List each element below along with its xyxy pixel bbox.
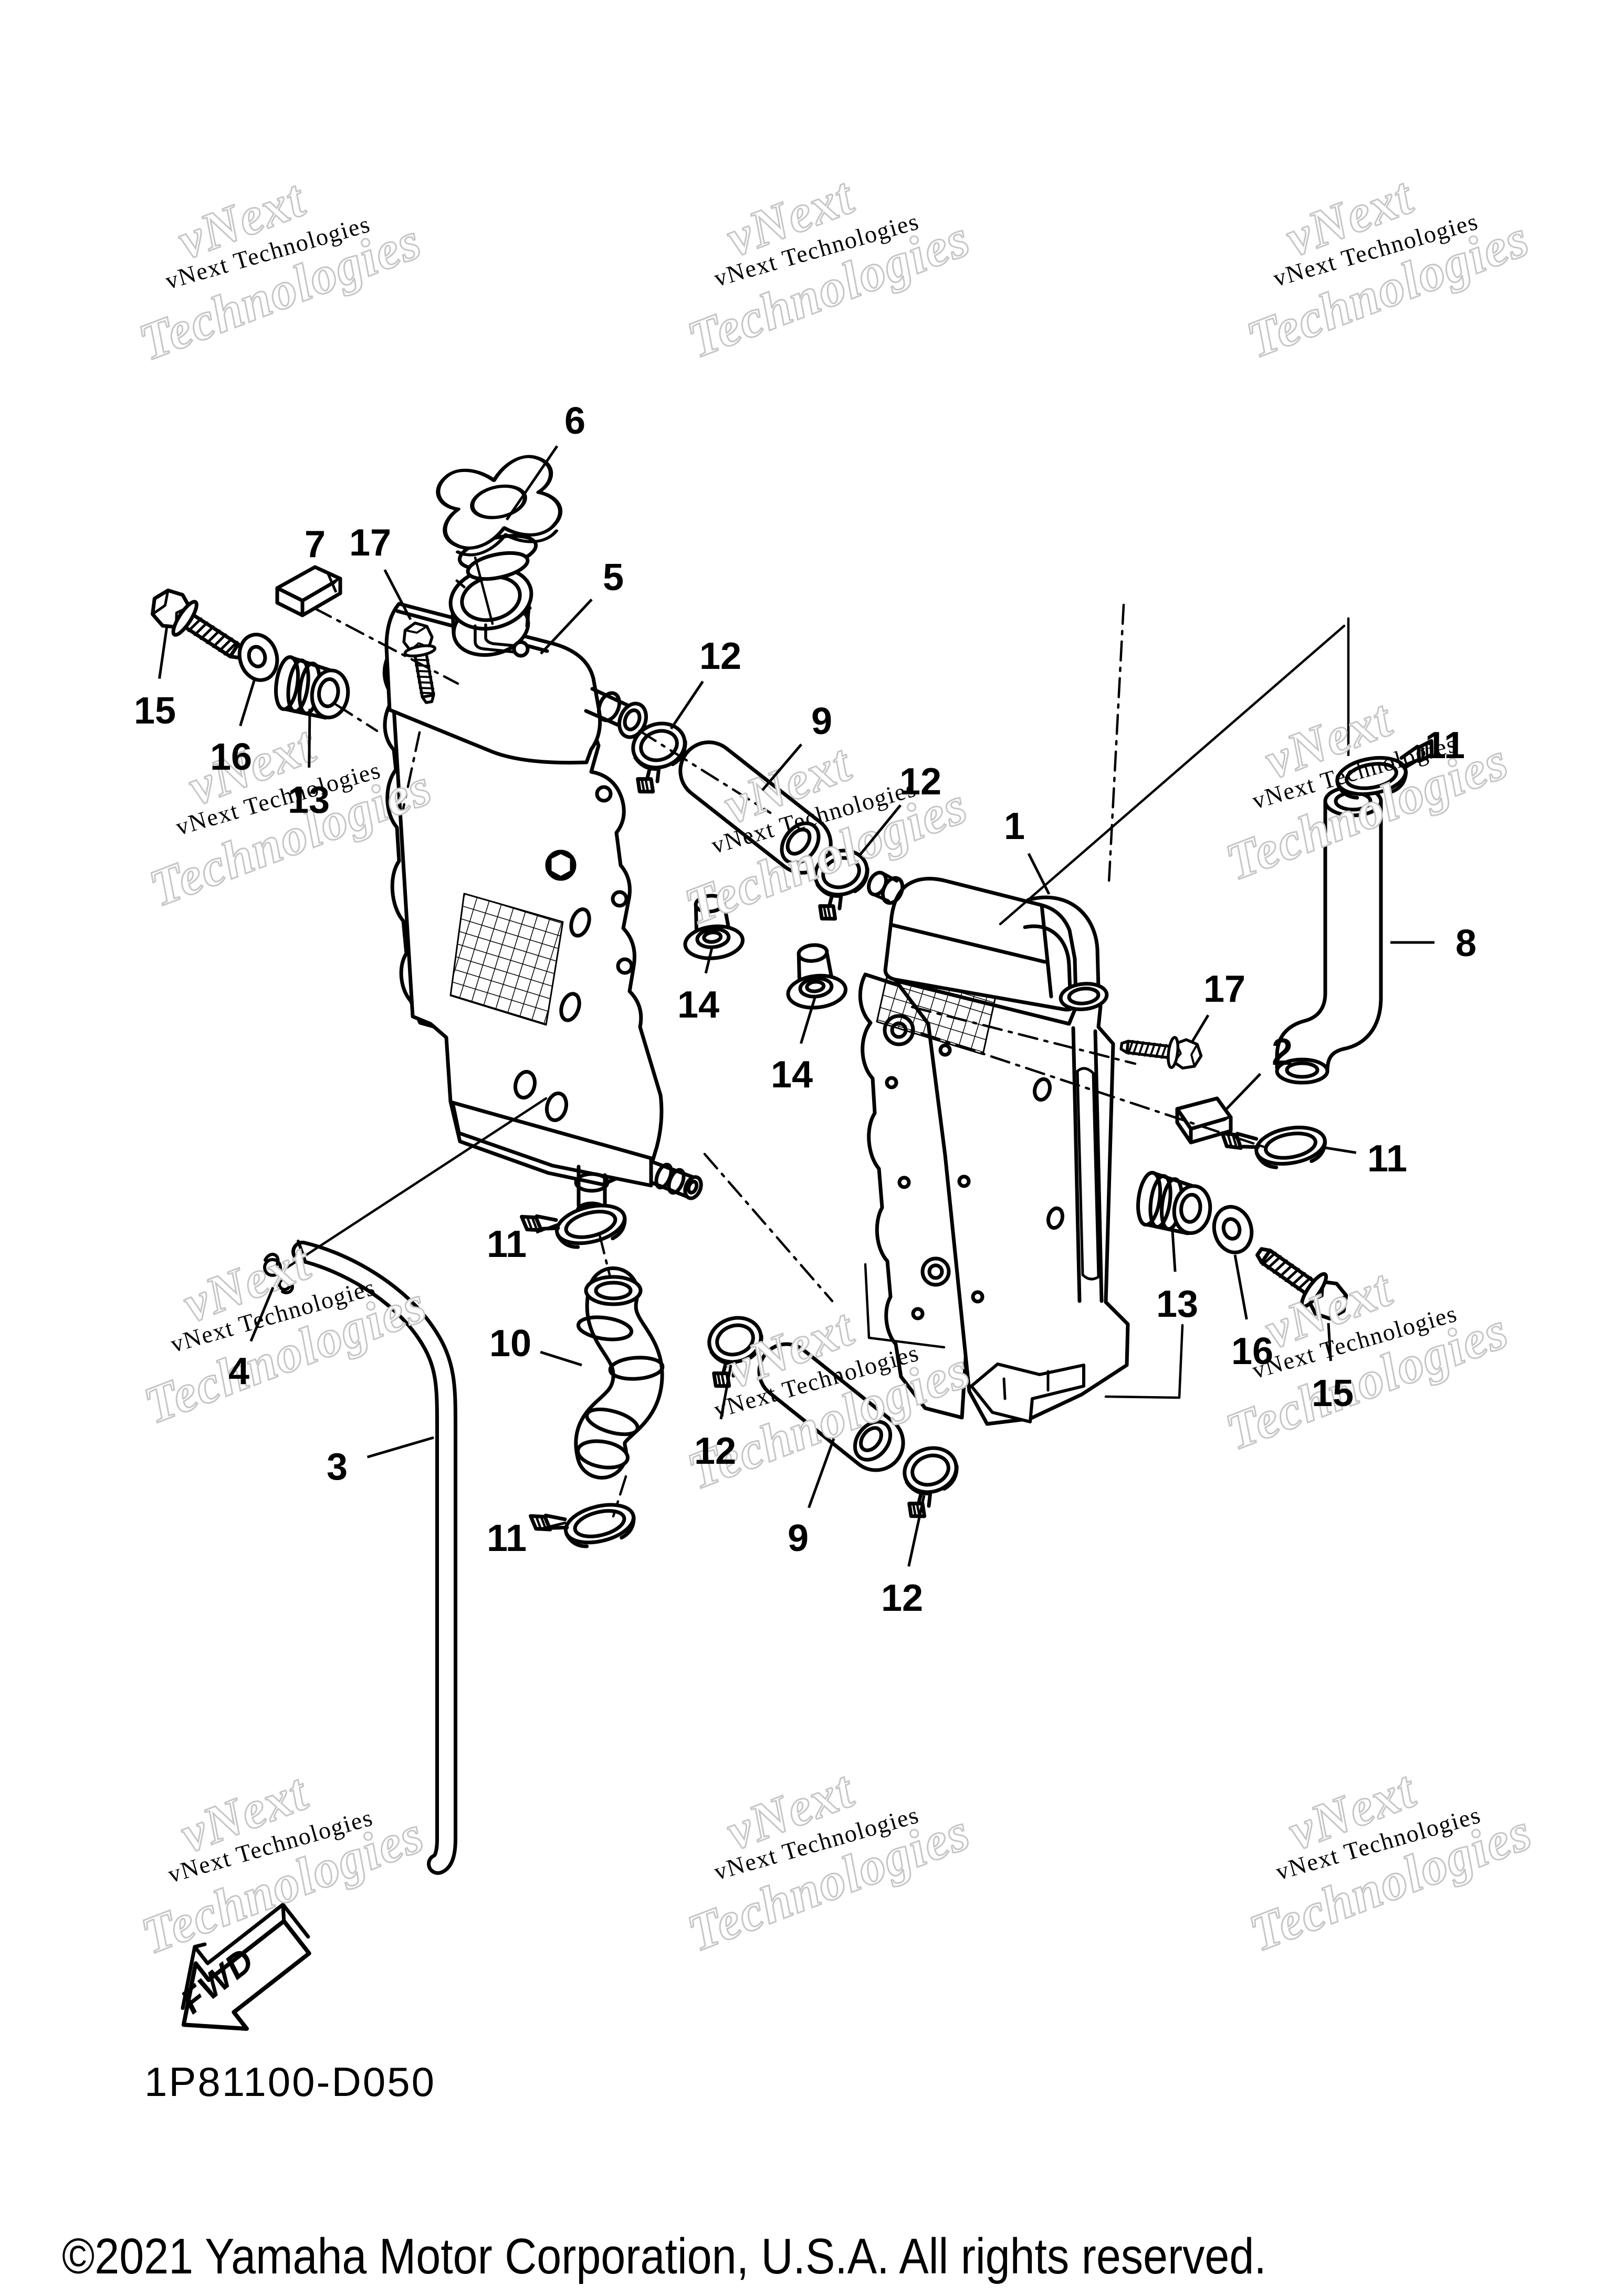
- callout-label-13: 13: [1156, 1283, 1198, 1325]
- callout-label-17: 17: [1203, 968, 1245, 1010]
- bolt-17-right: [1119, 1031, 1203, 1071]
- callout-leader-4: [249, 1287, 275, 1342]
- callout-leader-12: [907, 1495, 926, 1567]
- callout-label-9: 9: [811, 700, 832, 742]
- callout-leader-14: [704, 947, 714, 974]
- callout-label-12: 12: [694, 1430, 736, 1472]
- callout-leader-17: [383, 569, 412, 621]
- callout-label-12: 12: [899, 761, 941, 803]
- callout-label-11: 11: [487, 1223, 527, 1265]
- radiator-right: [858, 871, 1130, 1426]
- callout-label-11: 11: [1425, 725, 1465, 767]
- callout-leader-12: [859, 804, 902, 856]
- callout-leader-5: [540, 599, 593, 655]
- radiator-left: [382, 566, 703, 1220]
- callout-leader-16: [1233, 1254, 1248, 1320]
- callout-leader-9: [808, 1438, 835, 1508]
- callout-leader-7: [326, 572, 338, 593]
- callout-label-16: 16: [1231, 1330, 1273, 1372]
- callout-leader-12: [669, 680, 704, 730]
- callout-leader-11: [536, 1222, 561, 1234]
- callout-label-11: 11: [1367, 1138, 1407, 1180]
- callout-label-5: 5: [603, 557, 624, 599]
- callout-label-11: 11: [487, 1517, 527, 1559]
- clamp-12-d: [893, 1442, 968, 1521]
- plate-7: [275, 565, 342, 617]
- clamp-11-bottom-center: [531, 1492, 638, 1558]
- plate-2: [1175, 1096, 1233, 1145]
- callout-label-6: 6: [564, 400, 585, 442]
- callout-leader-11: [537, 1521, 567, 1531]
- washer-16-left: [234, 630, 282, 685]
- callout-label-15: 15: [1312, 1372, 1354, 1414]
- callout-leader-16: [239, 677, 257, 727]
- part-code: 1P81100-D050: [144, 2059, 436, 2105]
- callout-leader-1: [1027, 853, 1051, 895]
- callout-label-12: 12: [881, 1577, 923, 1619]
- callout-label-14: 14: [677, 984, 719, 1026]
- hose-3: [291, 1240, 457, 1875]
- callout-leader-9: [761, 743, 803, 791]
- callout-leader-10: [540, 1350, 582, 1367]
- callout-leader-17: [1190, 1014, 1210, 1043]
- callout-label-16: 16: [210, 736, 252, 778]
- radiator-cap: [436, 455, 562, 581]
- hose-9-upper: [678, 740, 833, 875]
- callout-label-15: 15: [134, 690, 176, 732]
- callout-label-3: 3: [327, 1446, 348, 1488]
- callout-leader-11: [1325, 1146, 1357, 1154]
- callout-leader-15: [1327, 1323, 1332, 1361]
- callout-leader-15: [158, 625, 169, 679]
- callout-leader-3: [366, 1436, 434, 1459]
- grommet-13-left: [273, 656, 352, 720]
- callout-leader-11: [1402, 759, 1419, 771]
- callout-label-12: 12: [699, 635, 741, 677]
- callout-label-1: 1: [1004, 805, 1025, 847]
- callout-leader-14: [800, 997, 816, 1044]
- clamp-11-lower-right: [1222, 1116, 1328, 1176]
- bolt-15-left: [144, 582, 252, 671]
- callout-label-7: 7: [305, 523, 326, 565]
- callout-leader-13: [1171, 1231, 1177, 1272]
- callout-leader-6: [505, 445, 559, 521]
- grommet-13-right: [1135, 1171, 1214, 1236]
- hose-9-lower: [757, 1342, 905, 1472]
- callout-label-9: 9: [788, 1517, 809, 1559]
- callout-leader-13: [308, 708, 311, 768]
- callout-label-8: 8: [1455, 922, 1476, 964]
- fwd-arrow-icon: [181, 1902, 311, 2031]
- callout-label-2: 2: [1272, 1031, 1293, 1073]
- callout-leader-2: [1226, 1073, 1262, 1110]
- copyright-text: ©2021 Yamaha Motor Corporation, U.S.A. A…: [62, 2228, 1266, 2284]
- callout-label-14: 14: [771, 1054, 813, 1096]
- callout-label-4: 4: [228, 1350, 249, 1392]
- axis-lines: [277, 556, 1350, 1518]
- clamp-11-top-center: [522, 1192, 629, 1259]
- callout-leader-12: [719, 1365, 732, 1420]
- hose-10: [574, 1266, 665, 1480]
- callout-label-17: 17: [349, 522, 391, 564]
- washer-16-right: [1209, 1202, 1256, 1256]
- callout-label-13: 13: [288, 779, 330, 821]
- callout-label-10: 10: [489, 1323, 531, 1365]
- clip-4: [263, 1253, 294, 1294]
